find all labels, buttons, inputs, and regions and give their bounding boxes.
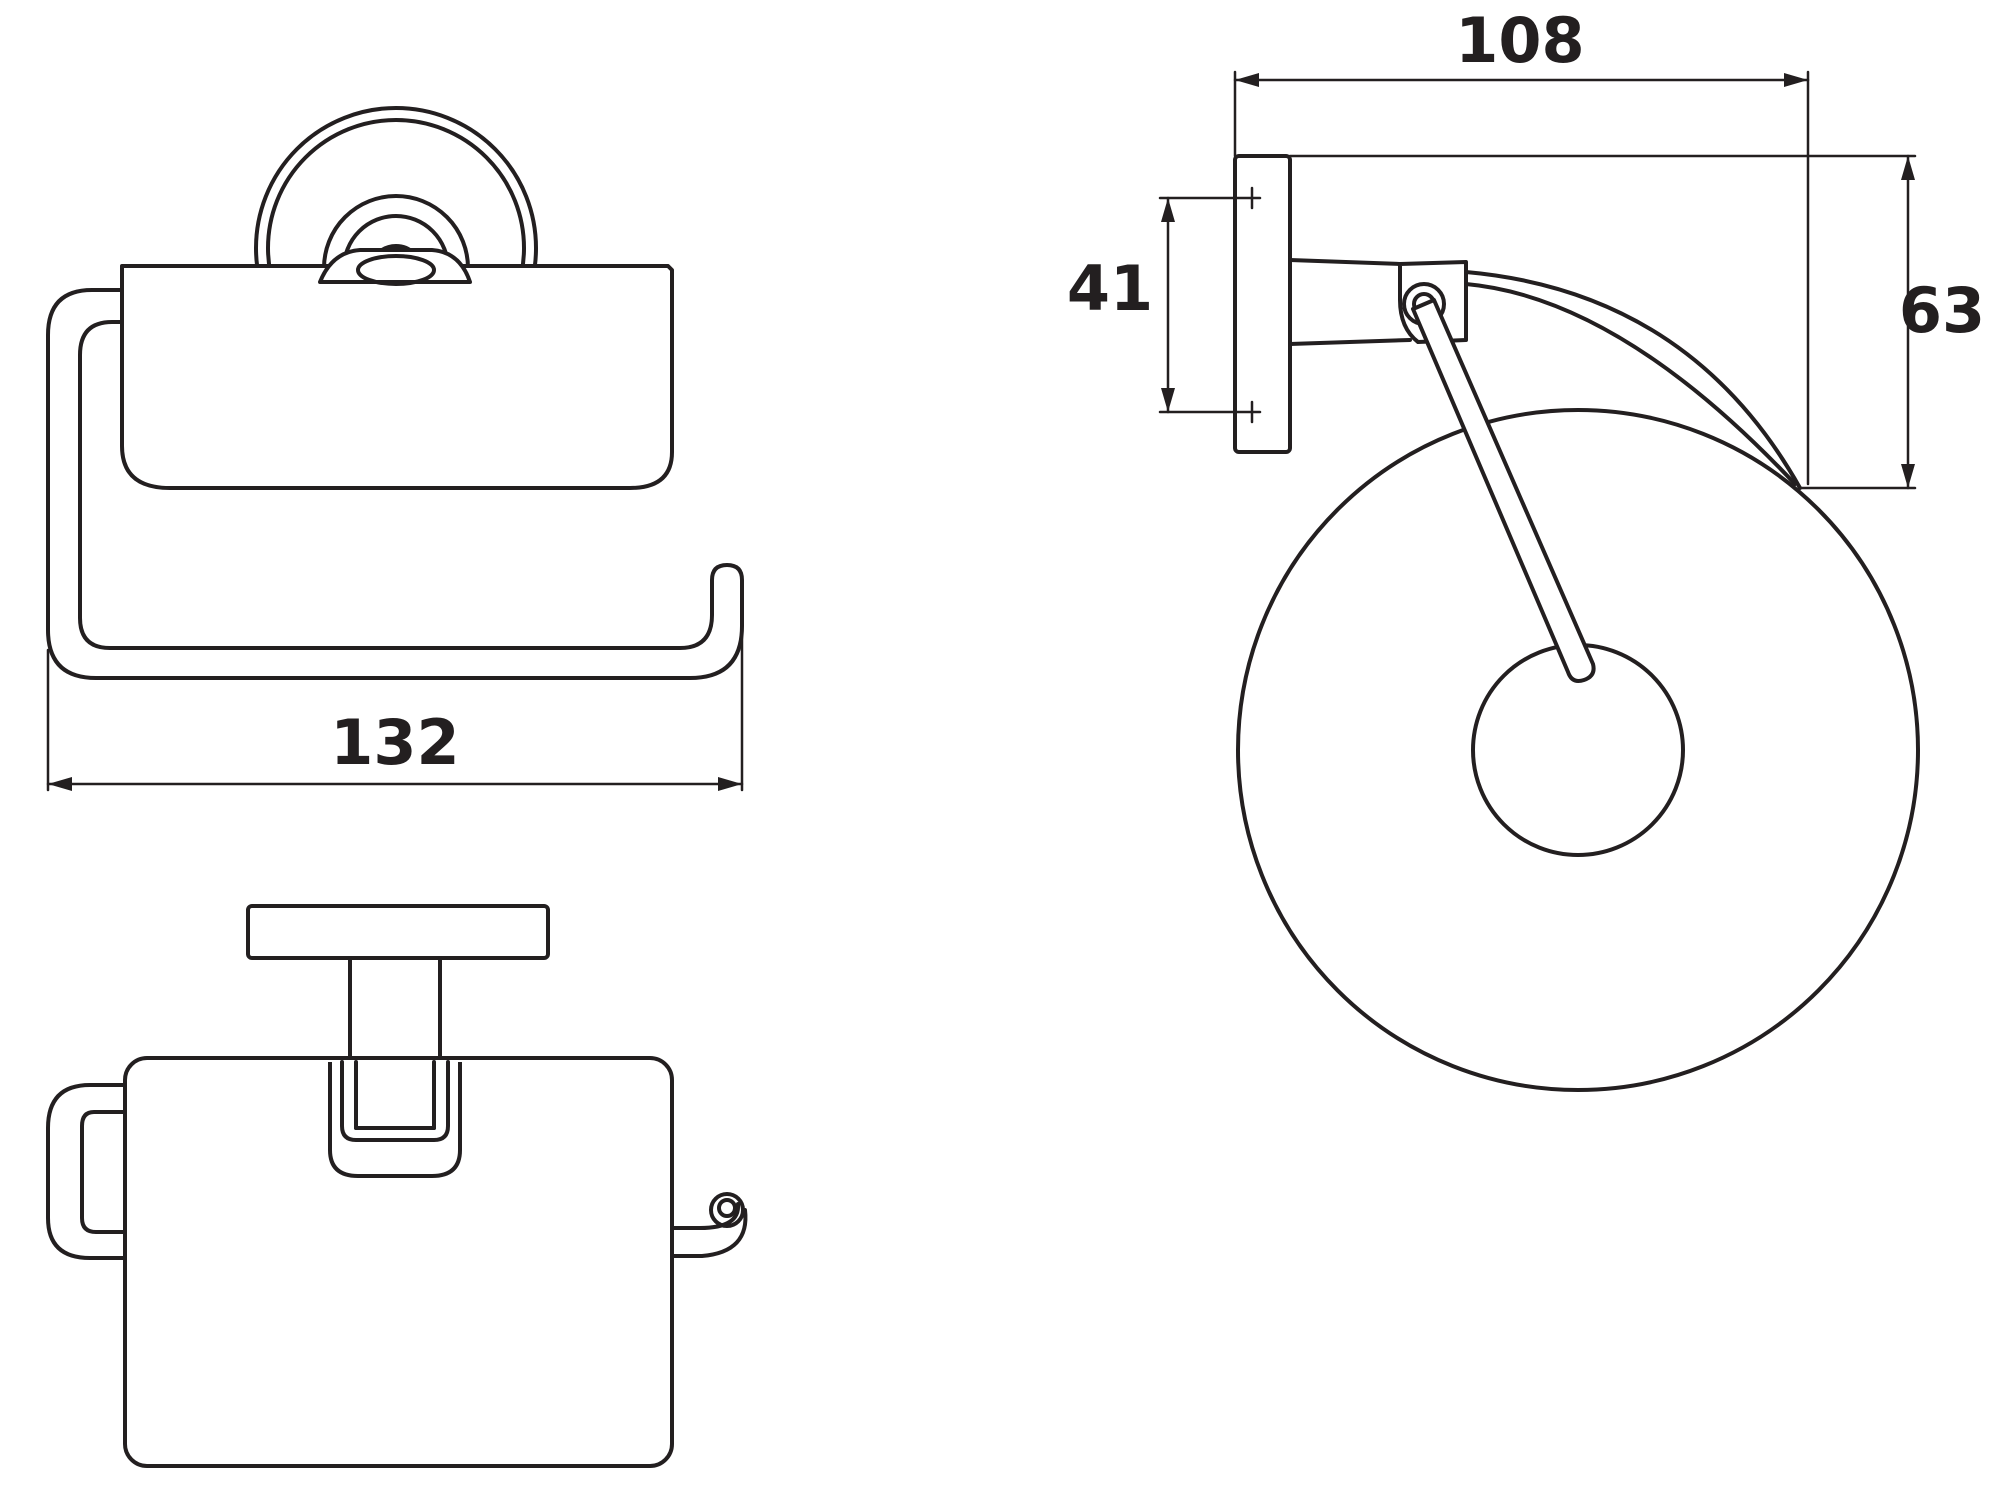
top-view bbox=[46, 904, 748, 1468]
top-stem-clamp bbox=[328, 1060, 462, 1178]
dimension-rosette: 41 bbox=[1067, 186, 1262, 424]
dimension-front-width: 132 bbox=[46, 598, 744, 792]
side-cover-profile bbox=[1464, 270, 1802, 490]
top-cover bbox=[123, 1056, 674, 1468]
top-wall-plate bbox=[246, 904, 550, 960]
front-roll-arm bbox=[46, 288, 744, 680]
side-wall-plate bbox=[1233, 154, 1292, 454]
label-side-depth: 108 bbox=[1455, 4, 1584, 77]
front-view: 132 bbox=[46, 106, 744, 792]
front-cover bbox=[120, 264, 674, 490]
side-paper-roll bbox=[1236, 408, 1920, 1092]
top-arm-loop bbox=[46, 1083, 127, 1260]
label-side-height: 63 bbox=[1899, 274, 1985, 347]
side-view: 108 41 63 bbox=[1067, 4, 1985, 1092]
dimension-side-depth: 108 bbox=[1233, 4, 1810, 486]
top-stem bbox=[348, 956, 442, 1072]
side-stem bbox=[1288, 258, 1412, 346]
label-rosette: 41 bbox=[1067, 252, 1153, 325]
top-arm-end bbox=[670, 1192, 748, 1258]
side-arm-rod bbox=[1411, 298, 1596, 683]
dimension-side-height: 63 bbox=[1288, 154, 1985, 490]
label-front-width: 132 bbox=[330, 706, 459, 779]
